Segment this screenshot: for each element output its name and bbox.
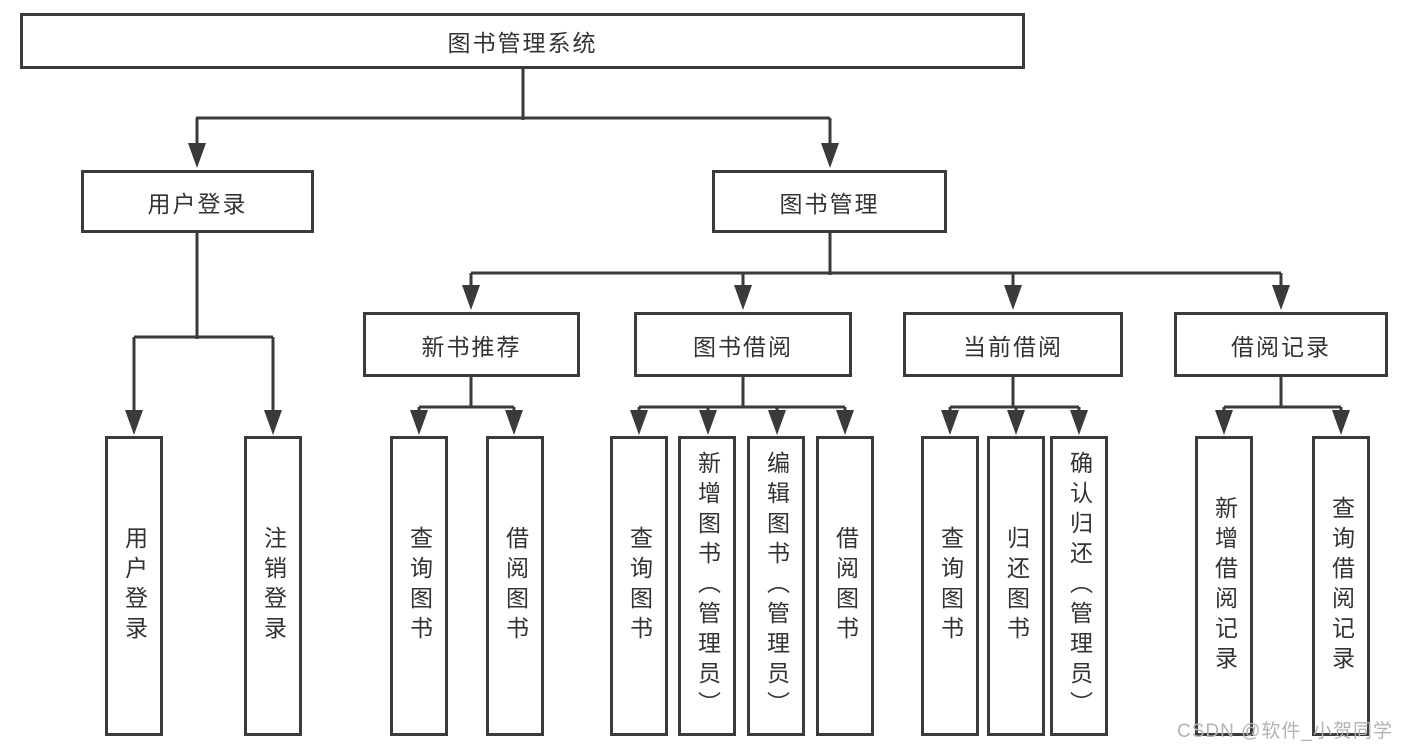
leaf-borrow-books-recommend: 借阅图书 bbox=[486, 436, 544, 736]
leaf-logout: 注销登录 bbox=[244, 436, 302, 736]
leaf-user-login: 用户登录 bbox=[105, 436, 163, 736]
watermark: CSDN @软件_小贺同学 bbox=[1177, 721, 1393, 742]
leaf-return-books: 归还图书 bbox=[987, 436, 1045, 736]
leaf-add-books-admin: 新增图书（管理员） bbox=[678, 436, 736, 736]
node-root-library-system: 图书管理系统 bbox=[20, 13, 1025, 69]
node-book-borrowing: 图书借阅 bbox=[634, 312, 852, 377]
leaf-add-borrow-record: 新增借阅记录 bbox=[1195, 436, 1253, 736]
node-borrowing-records: 借阅记录 bbox=[1174, 312, 1388, 377]
leaf-query-books-recommend: 查询图书 bbox=[390, 436, 448, 736]
leaf-confirm-return-admin: 确认归还（管理员） bbox=[1050, 436, 1108, 736]
node-user-login: 用户登录 bbox=[81, 170, 314, 233]
leaf-query-borrow-record: 查询借阅记录 bbox=[1312, 436, 1370, 736]
node-book-management: 图书管理 bbox=[712, 170, 947, 233]
leaf-query-books-borrowing: 查询图书 bbox=[610, 436, 668, 736]
leaf-query-books-current: 查询图书 bbox=[921, 436, 979, 736]
node-new-book-recommendation: 新书推荐 bbox=[363, 312, 580, 377]
leaf-borrow-books-borrowing: 借阅图书 bbox=[816, 436, 874, 736]
leaf-edit-books-admin: 编辑图书（管理员） bbox=[747, 436, 805, 736]
node-current-borrowing: 当前借阅 bbox=[903, 312, 1123, 377]
